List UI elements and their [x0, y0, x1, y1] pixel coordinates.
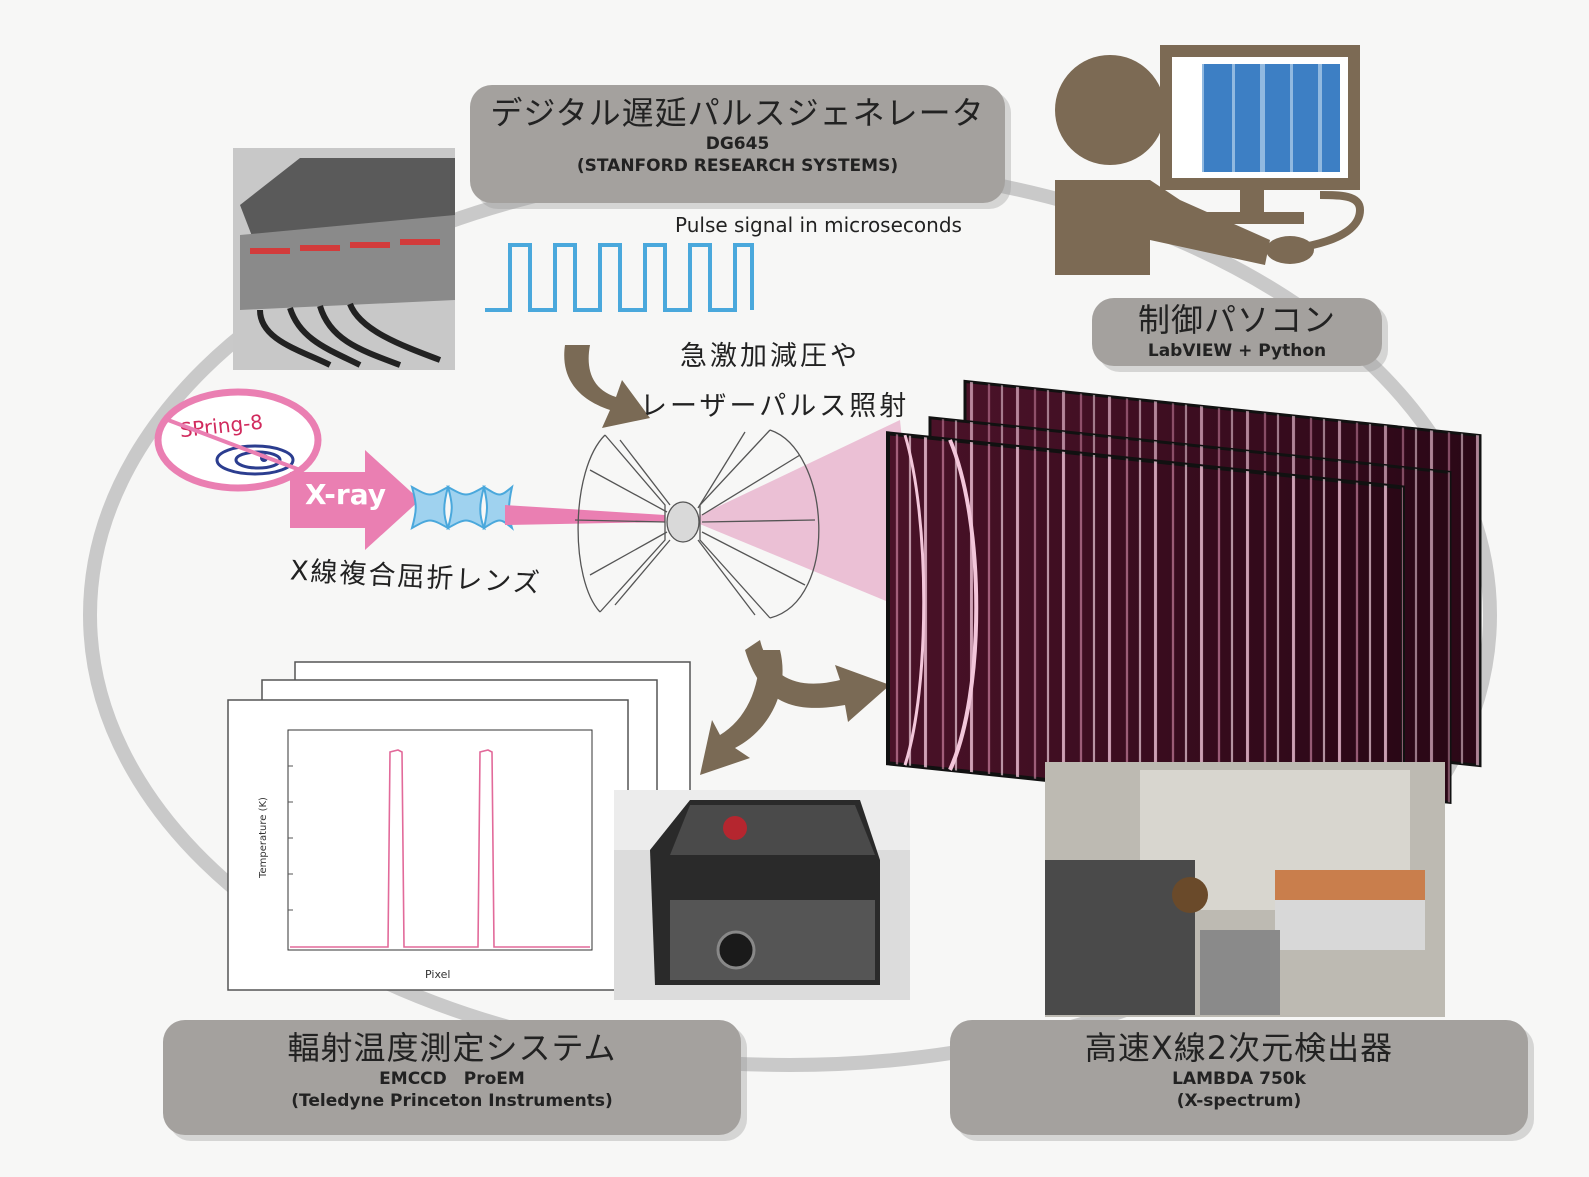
- diffraction-cone: [690, 420, 920, 615]
- emccd-camera-photo: [614, 790, 910, 1000]
- action-label-line1: 急激加減圧や: [680, 341, 860, 372]
- detector-title: 高速X線2次元検出器: [1084, 1029, 1394, 1067]
- xray-arrow: [167, 418, 420, 550]
- detector-model: LAMBDA 750k: [1172, 1069, 1306, 1089]
- plot-ylabel: Temperature (K): [257, 797, 269, 878]
- spring8-logo: SPring-8: [154, 388, 322, 492]
- delay-generator-box: デジタル遅延パルスジェネレータ DG645 (STANFORD RESEARCH…: [470, 85, 1005, 203]
- detector-box: 高速X線2次元検出器 LAMBDA 750k (X-spectrum): [950, 1020, 1528, 1135]
- detector-maker: (X-spectrum): [1176, 1091, 1302, 1111]
- temperature-system-title: 輻射温度測定システム: [287, 1029, 617, 1067]
- control-pc-box: 制御パソコン LabVIEW + Python: [1092, 298, 1382, 366]
- temperature-system-box: 輻射温度測定システム EMCCD ProEM (Teledyne Princet…: [163, 1020, 741, 1135]
- temperature-trace: [290, 749, 590, 948]
- xray-label: X-ray: [305, 478, 387, 511]
- control-pc-software: LabVIEW + Python: [1147, 341, 1327, 361]
- temperature-system-maker: (Teledyne Princeton Instruments): [291, 1091, 613, 1111]
- delay-generator-maker: (STANFORD RESEARCH SYSTEMS): [576, 156, 899, 176]
- delay-generator-model: DG645: [705, 134, 770, 154]
- temperature-system-model: EMCCD ProEM: [379, 1069, 525, 1089]
- person-at-computer-icon: [1055, 45, 1365, 275]
- detector-hardware-photo: [1045, 762, 1445, 1017]
- split-arrows-icon: [700, 640, 890, 775]
- xray-beam: [505, 505, 665, 525]
- detector-images: [886, 379, 1482, 820]
- pulse-waveform: [485, 243, 754, 312]
- anvil-cell: [574, 429, 820, 619]
- curved-arrow-icon: [564, 345, 650, 428]
- plot-xlabel: Pixel: [425, 968, 451, 981]
- control-pc-title: 制御パソコン: [1137, 301, 1336, 339]
- compound-lens: [410, 484, 514, 531]
- delay-generator-photo: [233, 148, 455, 370]
- action-label-line2: レーザーパルス照射: [640, 391, 910, 422]
- delay-generator-title: デジタル遅延パルスジェネレータ: [490, 94, 985, 132]
- pulse-signal-label: Pulse signal in microseconds: [675, 213, 962, 237]
